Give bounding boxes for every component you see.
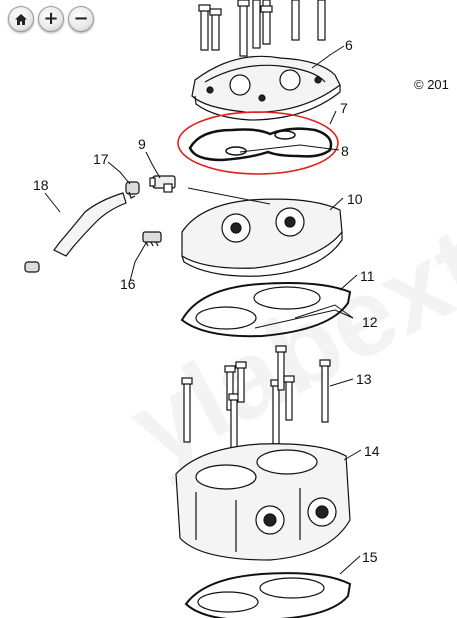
base-gasket [184,572,352,618]
zoom-out-button[interactable]: − [68,6,94,32]
callout-9: 9 [138,136,146,152]
callout-16: 16 [120,276,136,292]
callout-14: 14 [364,443,380,459]
cylinder-head-gasket [180,282,352,338]
callout-15: 15 [362,549,378,565]
cylinder-head-plug [142,231,162,247]
cylinder-head [181,187,343,277]
coolant-hose [53,192,127,257]
cylinder-head-cover [191,55,341,121]
callout-10: 10 [347,191,363,207]
copyright-notice: © 201 [414,77,449,92]
highlight-outline [177,111,339,175]
callout-18: 18 [33,177,49,193]
hose-clamp [125,181,140,199]
callout-17: 17 [93,151,109,167]
cylinder-block [175,443,351,561]
callout-6: 6 [345,37,353,53]
callout-7: 7 [340,100,348,116]
head-cover-gasket [188,127,333,162]
zoom-in-button[interactable]: + [38,6,64,32]
head-bolts-top [198,0,326,57]
small-clamp [24,261,40,273]
callout-13: 13 [356,371,372,387]
callout-11: 11 [360,268,375,284]
callout-12: 12 [362,314,378,330]
callout-8: 8 [341,143,349,159]
home-icon [15,13,27,25]
zoom-toolbar: + − [8,6,94,32]
water-fitting [149,175,176,193]
home-button[interactable] [8,6,34,32]
cylinder-bolts [181,345,331,455]
